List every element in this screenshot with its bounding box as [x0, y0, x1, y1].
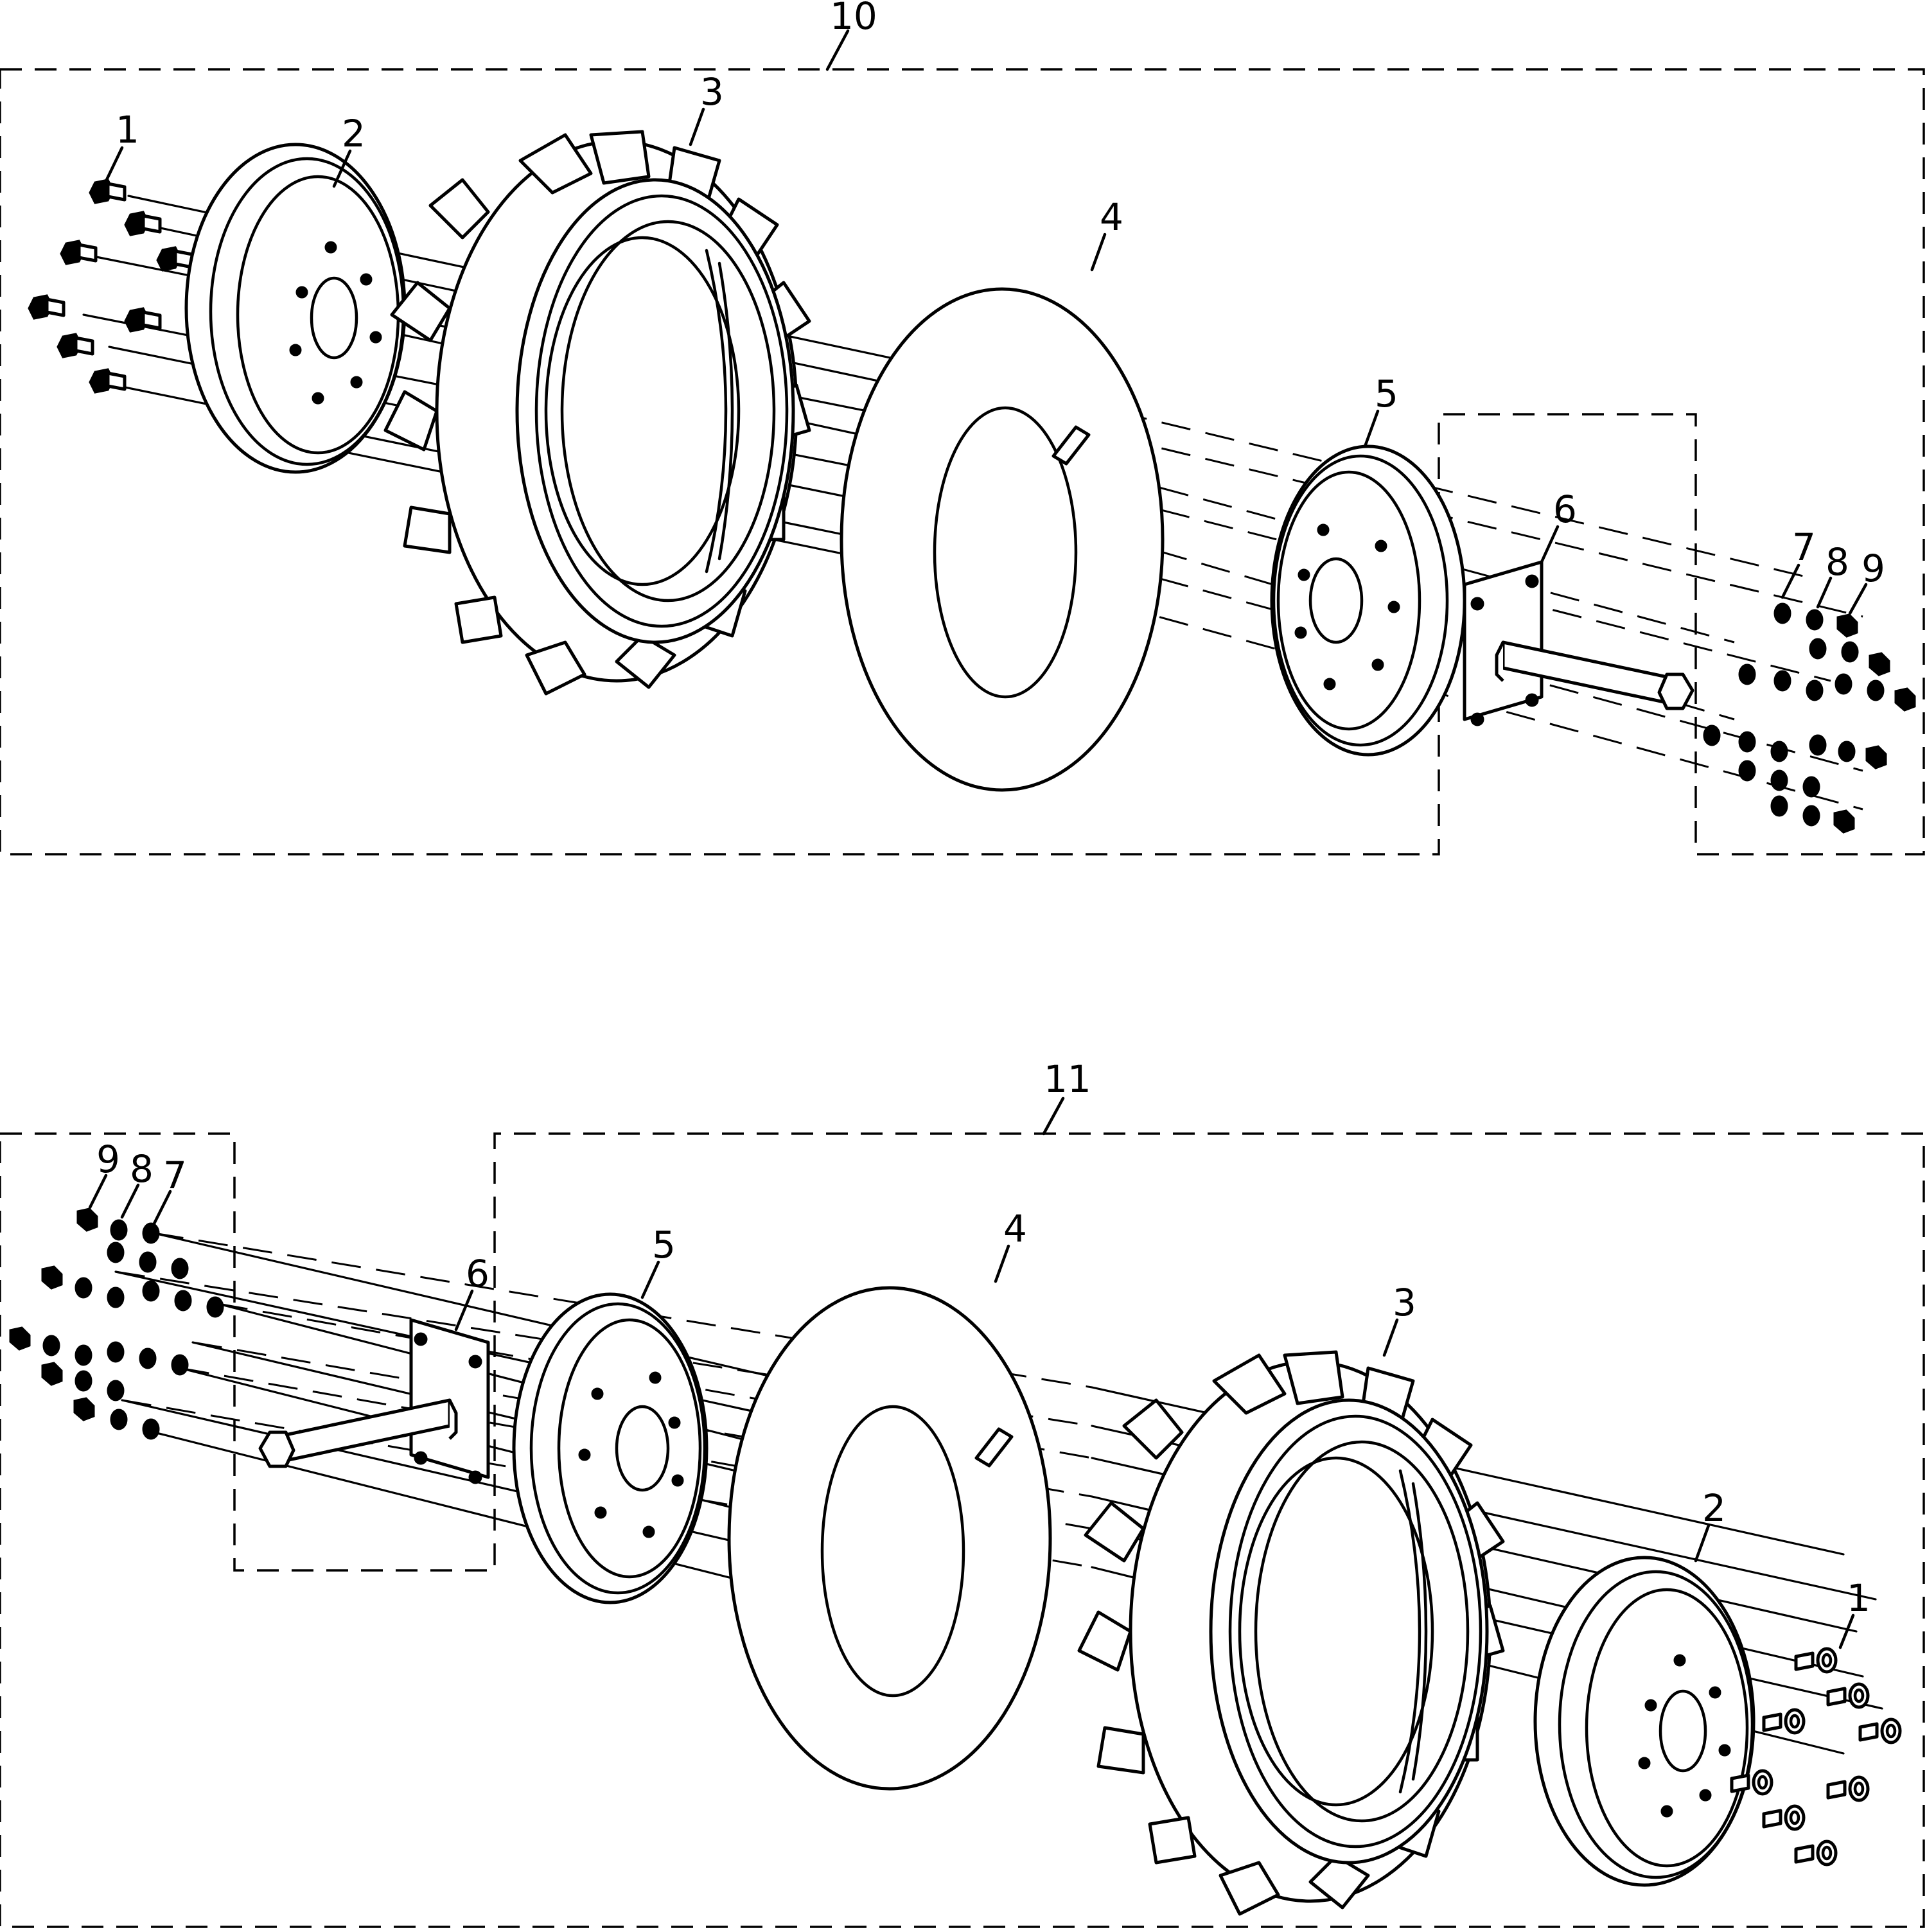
label-7-bottom: 7	[163, 1154, 187, 1197]
hub-disc-top	[186, 145, 405, 472]
label-5-top: 5	[1375, 372, 1398, 416]
bolts-top	[29, 180, 192, 392]
label-11: 11	[1044, 1057, 1091, 1101]
group-outline-11	[0, 1132, 1925, 1928]
valve-stem-bottom	[974, 1427, 1014, 1468]
tire-top	[385, 132, 809, 694]
group-outline-10	[0, 68, 1925, 856]
label-3-top: 3	[700, 70, 724, 114]
label-3-bottom: 3	[1393, 1281, 1416, 1324]
label-2-top: 2	[342, 112, 365, 155]
label-6-bottom: 6	[466, 1252, 489, 1295]
label-4-top: 4	[1100, 195, 1123, 239]
label-1-top: 1	[116, 108, 139, 152]
hub-disc-bottom	[1535, 1558, 1754, 1885]
label-8-top: 8	[1826, 540, 1849, 584]
label-9-bottom: 9	[96, 1137, 120, 1181]
label-8-bottom: 8	[130, 1147, 154, 1191]
rim-bottom	[514, 1294, 707, 1603]
label-6-top: 6	[1553, 487, 1577, 531]
bolts-bottom	[1732, 1649, 1900, 1865]
axle-top	[1465, 562, 1693, 725]
label-4-bottom: 4	[1003, 1207, 1027, 1251]
assembly-bottom: 11 9 8 7 6 5 4 3 2 1	[0, 1057, 1925, 1928]
fasteners-top	[1703, 602, 1916, 834]
label-10: 10	[830, 0, 877, 38]
label-9-top: 9	[1861, 547, 1885, 590]
inner-tube-bottom	[729, 1288, 1050, 1789]
rim-top	[1272, 446, 1465, 755]
label-2-bottom: 2	[1702, 1486, 1726, 1530]
inner-tube-top	[841, 289, 1163, 790]
label-1-bottom: 1	[1847, 1576, 1870, 1620]
label-7-top: 7	[1792, 525, 1816, 569]
tire-bottom	[1079, 1352, 1503, 1914]
valve-stem-top	[1051, 425, 1091, 466]
assembly-top: 10 1 2 3 4 5 6 7 8 9	[0, 0, 1925, 856]
fasteners-bottom	[9, 1208, 224, 1440]
label-5-bottom: 5	[652, 1223, 676, 1267]
